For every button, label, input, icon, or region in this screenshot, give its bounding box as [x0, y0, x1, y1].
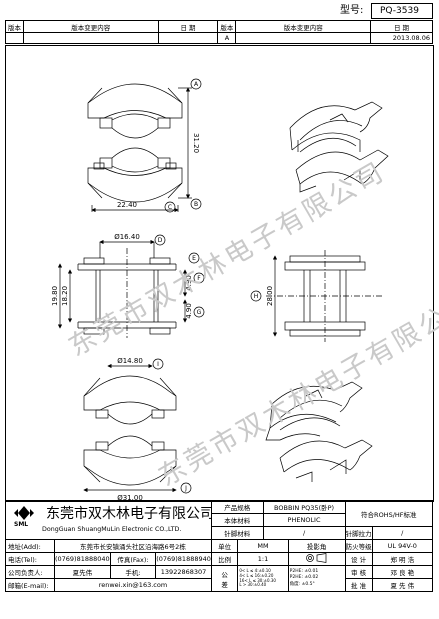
body-material-value: PHENOLIC — [262, 513, 346, 527]
dim-front-inner-dia: Ø16.40 — [114, 233, 140, 241]
mobile-label: 手机: — [109, 565, 157, 579]
product-spec-value: BOBBIN PQ35(卧P) — [262, 500, 346, 514]
body-material-label: 本体材料 — [210, 513, 264, 527]
audit-label: 审 核 — [344, 565, 373, 579]
tel-value: (0769)81888040 — [53, 552, 111, 566]
model-label: 型号: — [340, 5, 364, 16]
marker-a: A — [194, 81, 199, 88]
rev-date-2: 2013.08.06 — [370, 32, 433, 44]
rev-version-2: A — [217, 32, 237, 44]
unit-value: MM — [237, 539, 289, 553]
pin-material-value: / — [262, 526, 346, 540]
angle-line: P2HE: ±0.01 — [289, 569, 319, 575]
design-label: 设 计 — [344, 552, 373, 566]
col-version: 版本 — [5, 20, 24, 33]
tolerance-label-2: 差 — [221, 580, 228, 589]
pin-pull-value: / — [371, 526, 434, 540]
rev-version — [5, 32, 24, 44]
pin-pull-label: 针脚拉力 — [344, 526, 373, 540]
scale-value: 1:1 — [237, 552, 289, 566]
tolerance-label-1: 公 — [221, 570, 228, 579]
dim-bottom-outer-dia: Ø31.00 — [117, 494, 143, 502]
tolerance-lines: 0< L ≤ 4:±0.10 4< L ≤ 16:±0.20 16< L ≤ 3… — [237, 565, 289, 592]
dim-front-height-inner: 18.20 — [61, 286, 69, 306]
dim-side-height: 28.00 — [266, 286, 274, 306]
marker-d: D — [158, 237, 163, 244]
design-value: 郑 明 浩 — [371, 552, 434, 566]
tol-line: L > 30:±0.40 — [239, 582, 267, 588]
email-label: 邮箱(E-mail): — [5, 578, 55, 592]
marker-h: H — [254, 293, 259, 300]
fax-value: (0769)81888940 — [155, 552, 212, 566]
model-value: PQ-3539 — [380, 6, 419, 16]
dim-front-offset-upper: 4.90 — [185, 275, 193, 291]
mobile-value: 13922868307 — [155, 565, 212, 579]
tol-line: 0< L ≤ 4:±0.10 — [239, 567, 271, 573]
angle-lines: P2HE: ±0.01 P2HE: ±0.02 角度: ±0.5° — [287, 565, 346, 592]
approve-label: 批 准 — [344, 578, 373, 592]
tol-line: 4< L ≤ 16:±0.20 — [239, 572, 274, 578]
contact-value: 夏先伟 — [53, 565, 111, 579]
angle-line: P2HE: ±0.02 — [289, 575, 319, 581]
revision-table: 版本 版本变更内容 日 期 版本 版本变更内容 日 期 A 2013.08.06 — [5, 20, 433, 44]
company-name-cn: 东莞市双木林电子有限公司 — [46, 506, 212, 522]
scale-label: 比例 — [210, 552, 239, 566]
title-block: SML 东莞市双木林电子有限公司 DongGuan ShuangMuLin El… — [5, 500, 434, 592]
rev-change — [22, 32, 159, 44]
iso-view-bottom — [265, 381, 373, 482]
audit-value: 邓 良 艳 — [371, 565, 434, 579]
dim-top-height: 31.20 — [192, 133, 200, 153]
front-view — [77, 248, 177, 338]
projection-label: 投影角 — [287, 539, 346, 553]
dim-front-height-outer: 19.80 — [51, 286, 59, 306]
dim-top-width: 22.40 — [117, 201, 137, 209]
bottom-view — [83, 375, 177, 486]
side-view — [266, 250, 384, 342]
fax-label: 传真(Fax): — [109, 552, 157, 566]
top-view — [87, 83, 183, 203]
projection-icon — [305, 553, 326, 563]
address-label: 地址(Add): — [5, 539, 55, 553]
projection-symbol — [287, 552, 346, 566]
contact-label: 公司负责人: — [5, 565, 55, 579]
email-value: renwei.xin@163.com — [53, 578, 212, 592]
marker-g: G — [197, 309, 202, 316]
marker-j: J — [184, 485, 187, 492]
marker-b: B — [194, 201, 198, 208]
marker-i: I — [157, 361, 159, 368]
address-value: 东莞市长安镇涌头社区沿海路6号2栋 — [53, 539, 212, 553]
tel-label: 电话(Tel): — [5, 552, 55, 566]
model-value-box: PQ-3539 — [371, 3, 433, 19]
approve-value: 夏 先 伟 — [371, 578, 434, 592]
product-spec-label: 产品规格 — [210, 500, 264, 514]
marker-f: F — [197, 275, 201, 282]
iso-view-top — [289, 101, 389, 193]
angle-line: 角度: ±0.5° — [289, 581, 315, 587]
tolerance-label: 公 差 — [210, 565, 239, 592]
logo-text: SML — [14, 521, 29, 528]
marker-e: E — [192, 255, 196, 262]
tol-line: 16< L ≤ 30:±0.30 — [239, 577, 276, 583]
compliance-note: 符合ROHS/HF标准 — [344, 500, 434, 527]
dim-bottom-inner-dia: Ø14.80 — [117, 357, 143, 365]
unit-label: 单位 — [210, 539, 239, 553]
flammability-value: UL 94V-0 — [371, 539, 434, 553]
dim-front-offset-lower: 4.90 — [185, 303, 193, 319]
company-name-en: DongGuan ShuangMuLin Electronic CO.,LTD. — [42, 526, 182, 533]
company-logo: SML — [10, 505, 38, 528]
pin-material-label: 针脚材料 — [210, 526, 264, 540]
flammability-label: 防火等级 — [344, 539, 373, 553]
marker-c: C — [168, 204, 172, 211]
